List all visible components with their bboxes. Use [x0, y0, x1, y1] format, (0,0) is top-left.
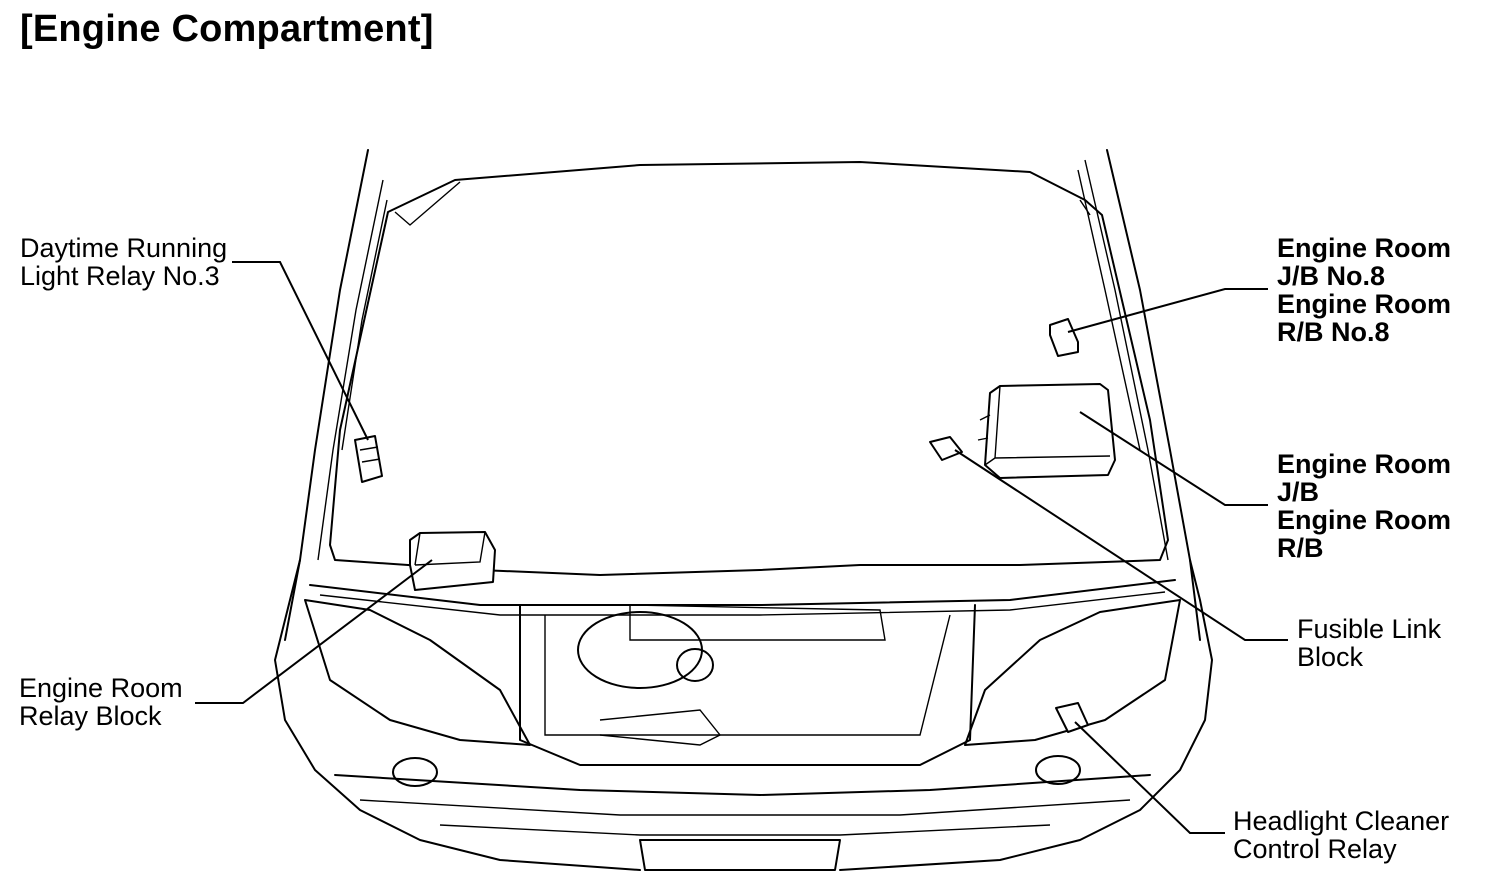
left-headlight [304, 599, 531, 746]
jb-box-part [984, 383, 1116, 479]
hood-crease-right [1079, 199, 1091, 216]
bumper-top [334, 774, 1151, 796]
hood-outline [329, 161, 1169, 576]
cap [676, 648, 714, 682]
license-plate [639, 839, 841, 871]
right-headlight [964, 599, 1181, 746]
leader-drl [232, 261, 369, 441]
left-pillar-inner2 [341, 199, 388, 451]
left-pillar-inner [317, 179, 384, 561]
bumper-mid [359, 799, 1131, 816]
label-fusible-link-block: Fusible Link Block [1297, 614, 1442, 672]
hose [599, 709, 722, 746]
radiator-inner [544, 614, 951, 736]
left-fender [274, 559, 641, 871]
jb8-part [1049, 318, 1079, 357]
leader-relay-block [195, 559, 433, 704]
label-engine-room-relay-block: Engine Room Relay Block [19, 673, 183, 731]
leader-jb8 [1067, 288, 1268, 333]
leader-headlight [1074, 721, 1225, 834]
headlight-relay-part [1055, 702, 1089, 733]
label-headlight-cleaner-relay: Headlight Cleaner Control Relay [1233, 806, 1450, 864]
right-fog-lamp [1035, 755, 1081, 785]
leader-jb [1079, 411, 1268, 506]
left-pillar [284, 149, 369, 641]
right-pillar [1106, 149, 1201, 641]
label-jb: Engine Room J/B Engine Room R/B [1277, 449, 1451, 563]
diagram-title: [Engine Compartment] [20, 8, 434, 50]
bumper-low [439, 824, 1051, 836]
label-jb-no8: Engine Room J/B No.8 Engine Room R/B No.… [1277, 233, 1451, 347]
fusible-link-part [929, 436, 963, 461]
radiator-frame [519, 604, 976, 766]
right-pillar-inner2 [1077, 169, 1141, 451]
right-fender [839, 559, 1213, 871]
left-fog-lamp [392, 757, 438, 787]
right-pillar-inner [1084, 159, 1169, 561]
front-panel-2 [319, 591, 1166, 616]
front-panel [309, 579, 1176, 606]
hood-crease [394, 181, 461, 226]
label-drl-relay: Daytime Running Light Relay No.3 [20, 233, 228, 291]
leader-fusible [954, 449, 1288, 641]
relay-block-part [409, 531, 496, 591]
cross-bar [629, 604, 886, 641]
